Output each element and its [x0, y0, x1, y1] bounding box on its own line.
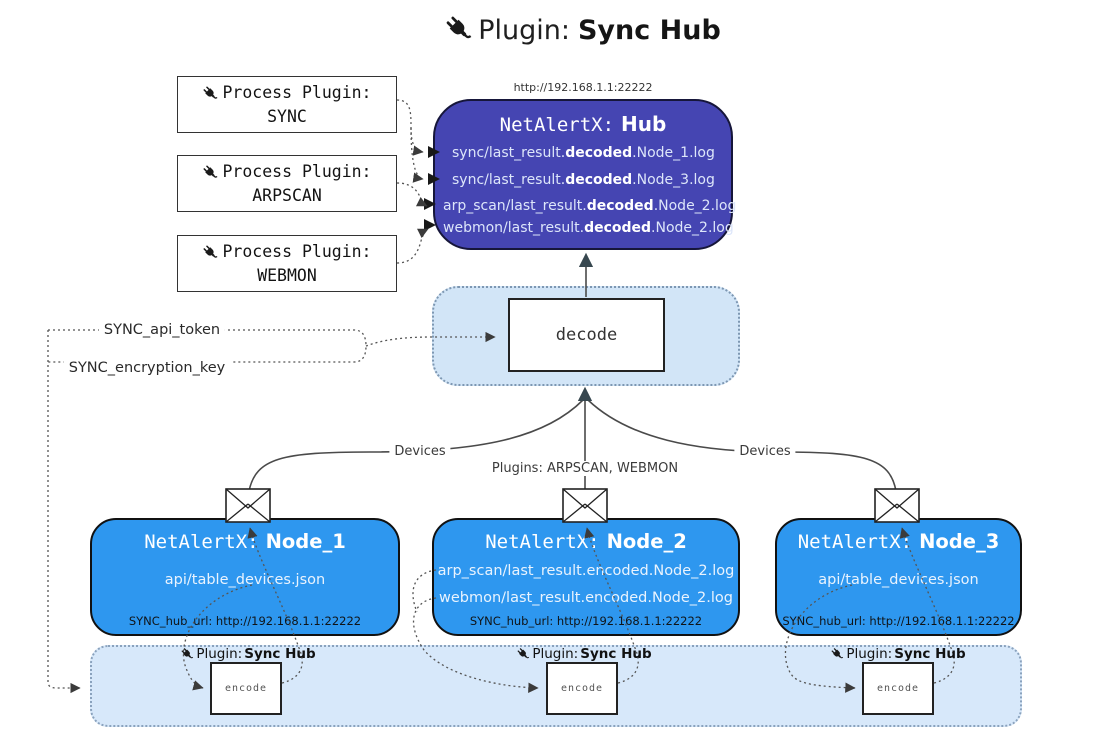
hub-log-line: sync/last_result.decoded.Node_3.log [452, 172, 715, 188]
edge-sync-log2 [410, 127, 424, 183]
node-title: NetAlertX:Node_1 [144, 530, 346, 553]
plug-icon [181, 648, 194, 659]
process-plugin-header: Process Plugin: [178, 160, 396, 184]
node-box-node-2: NetAlertX:Node_2 arp_scan/last_result.en… [432, 518, 740, 636]
node-footer: SYNC_hub_url: http://192.168.1.1:22222 [782, 614, 1015, 628]
devices-left-label: Devices [389, 444, 451, 459]
sync-api-token-label: SYNC_api_token [98, 322, 226, 338]
process-plugin-box-sync: Process Plugin: SYNC [177, 76, 397, 133]
node-title: NetAlertX:Node_2 [485, 530, 687, 553]
process-plugin-label: Process Plugin: [222, 162, 372, 181]
node-file-line: api/table_devices.json [818, 572, 979, 588]
node-file-line: arp_scan/last_result.encoded.Node_2.log [437, 563, 735, 579]
hub-title-prefix: NetAlertX: [499, 114, 615, 136]
edge-secrets-band [47, 330, 81, 694]
title-name: Sync Hub [577, 15, 721, 46]
process-plugin-name: SYNC [267, 107, 307, 126]
plugins-center-label: Plugins: ARPSCAN, WEBMON [486, 461, 684, 476]
node-file-line: webmon/last_result.encoded.Node_2.log [438, 590, 733, 606]
node-footer: SYNC_hub_url: http://192.168.1.1:22222 [128, 614, 362, 628]
hub-log-line: sync/last_result.decoded.Node_1.log [452, 145, 715, 161]
plug-icon [203, 164, 218, 178]
node-title: NetAlertX:Node_3 [797, 530, 1000, 553]
process-plugin-header: Process Plugin: [178, 81, 396, 105]
edge-webmon-log4 [396, 228, 429, 264]
hub-box: NetAlertX: Hub sync/last_result.decoded.N… [433, 99, 737, 250]
plug-icon [203, 244, 218, 258]
page-title: Plugin:Sync Hub [0, 14, 1117, 46]
node-box-node-3: NetAlertX:Node_3 api/table_devices.json … [775, 518, 1022, 636]
title-label: Plugin: [478, 15, 570, 46]
process-plugin-header: Process Plugin: [178, 240, 396, 264]
process-plugin-name: ARPSCAN [252, 186, 322, 205]
encode-box-2: encode [546, 662, 618, 715]
process-plugin-box-arpscan: Process Plugin: ARPSCAN [177, 155, 397, 212]
hub-title: NetAlertX: Hub [435, 112, 731, 136]
edge-arpscan-log3 [396, 182, 428, 207]
sync-encryption-key-label: SYNC_encryption_key [63, 360, 231, 376]
node-footer: SYNC_hub_url: http://192.168.1.1:22222 [469, 614, 703, 628]
encode-box-1: encode [210, 662, 282, 715]
encode-box-3: encode [862, 662, 934, 715]
process-plugin-box-webmon: Process Plugin: WEBMON [177, 235, 397, 292]
process-plugin-label: Process Plugin: [222, 83, 372, 102]
hub-url: http://192.168.1.1:22222 [513, 81, 653, 94]
hub-title-name: Hub [621, 112, 667, 136]
plug-icon [446, 16, 472, 39]
plug-icon [517, 648, 530, 659]
devices-right-label: Devices [734, 444, 796, 459]
plug-icon [203, 85, 218, 99]
node-box-node-1: NetAlertX:Node_1 api/table_devices.json … [90, 518, 400, 636]
node-file-line: api/table_devices.json [164, 572, 326, 588]
decode-box: decode [508, 298, 665, 372]
plug-icon [831, 648, 844, 659]
hub-log-line: webmon/last_result.decoded.Node_2.log [443, 220, 734, 236]
band-plugin-label-1: Plugin:Sync Hub [180, 646, 316, 662]
band-plugin-label-3: Plugin:Sync Hub [830, 646, 966, 662]
process-plugin-name: WEBMON [257, 266, 317, 285]
band-plugin-label-2: Plugin:Sync Hub [516, 646, 652, 662]
edge-sync-log1 [396, 99, 424, 156]
process-plugin-label: Process Plugin: [222, 242, 372, 261]
hub-log-line: arp_scan/last_result.decoded.Node_2.log [443, 198, 737, 214]
